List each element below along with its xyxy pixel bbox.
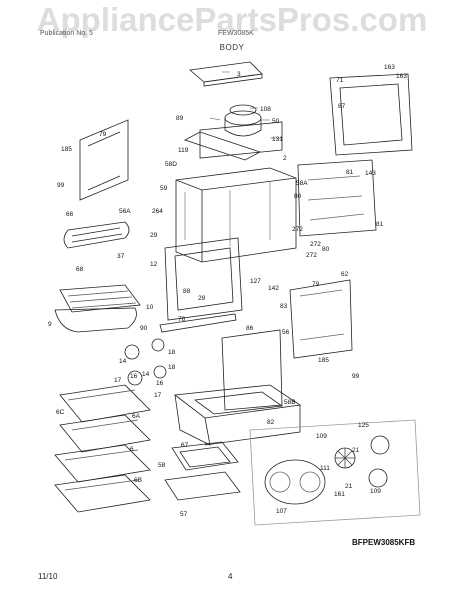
callout-label: 29 xyxy=(150,232,158,239)
callout-label: 37 xyxy=(117,253,125,260)
callout-label: 58D xyxy=(165,161,177,168)
callout-label: 99 xyxy=(57,182,65,189)
callout-label: 56A xyxy=(119,208,131,215)
callout-label: 9 xyxy=(48,321,52,328)
callout-label: 29 xyxy=(198,295,206,302)
callout-label: 6C xyxy=(56,409,65,416)
callout-label: 109 xyxy=(370,488,381,495)
callout-label: 10 xyxy=(146,304,154,311)
callout-label: 81 xyxy=(346,169,354,176)
callout-label: 6A xyxy=(132,413,141,420)
callout-label: 58B xyxy=(284,399,296,406)
callout-label: 79 xyxy=(312,281,320,288)
callout-label: 125 xyxy=(358,422,369,429)
section-title: BODY xyxy=(219,43,245,52)
page-number: 4 xyxy=(228,572,233,581)
callout-label: 88 xyxy=(183,288,191,295)
callout-label: 6 xyxy=(130,446,134,453)
callout-label: 17 xyxy=(154,392,162,399)
callout-label: 90 xyxy=(140,325,148,332)
callout-label: 57 xyxy=(180,511,188,518)
callout-label: 14 xyxy=(119,358,127,365)
callout-label: 17 xyxy=(114,377,122,384)
callout-label: 18 xyxy=(168,349,176,356)
callout-label: 111 xyxy=(320,465,330,472)
callout-label: 16 xyxy=(130,373,138,380)
callout-label: 56 xyxy=(282,329,290,336)
callout-label: 143 xyxy=(365,170,376,177)
callout-label: 161 xyxy=(334,491,345,498)
callout-label: 82 xyxy=(267,419,275,426)
callout-label: 119 xyxy=(178,147,189,154)
callout-label: 272 xyxy=(306,252,317,259)
callout-label: 107 xyxy=(276,508,287,515)
callout-label: 62 xyxy=(341,271,349,278)
callout-label: 50 xyxy=(272,118,280,125)
callout-label: 76 xyxy=(178,316,186,323)
callout-label: 272 xyxy=(292,226,303,233)
callout-label: 58 xyxy=(158,462,166,469)
callout-label: 79 xyxy=(99,131,107,138)
footer-date: 11/10 xyxy=(38,572,58,581)
callout-label: 18 xyxy=(168,364,176,371)
callout-label: 14 xyxy=(142,371,150,378)
callout-label: 12 xyxy=(150,261,158,268)
callout-label: 87 xyxy=(338,103,346,110)
callout-label: 272 xyxy=(310,241,321,248)
callout-label: 127 xyxy=(250,278,261,285)
callout-label: 264 xyxy=(152,208,163,215)
callout-label: 108 xyxy=(260,106,271,113)
callout-label: 66 xyxy=(66,211,74,218)
callout-label: 21 xyxy=(345,483,353,490)
callout-label: 163 xyxy=(396,73,407,80)
callout-label: 58A xyxy=(296,180,308,187)
callout-label: 163 xyxy=(384,64,395,71)
callout-label: 86 xyxy=(246,325,254,332)
callout-label: 83 xyxy=(280,303,288,310)
callout-label: 99 xyxy=(352,373,360,380)
callout-label: 67 xyxy=(181,442,189,449)
callout-label: 109 xyxy=(316,433,327,440)
callout-label: 80 xyxy=(294,193,302,200)
watermark: AppliancePartsPros.com xyxy=(36,1,428,38)
callout-label: 89 xyxy=(176,115,184,122)
callout-label: 185 xyxy=(318,357,329,364)
callout-label: 6B xyxy=(134,477,142,484)
callout-label: 59 xyxy=(160,185,168,192)
callout-label: 71 xyxy=(336,77,344,84)
callout-label: 80 xyxy=(322,246,330,253)
callout-label: 16 xyxy=(156,380,164,387)
header-model: FEW3085K xyxy=(218,30,254,37)
callout-label: 185 xyxy=(61,146,72,153)
callout-label: 142 xyxy=(268,285,279,292)
callout-label: 68 xyxy=(76,266,84,273)
callout-label: 131 xyxy=(272,136,283,143)
diagram-code: BFPEW3085KFB xyxy=(352,538,416,547)
callout-label: 81 xyxy=(376,221,384,228)
callout-label: 21 xyxy=(352,447,360,454)
callout-label: 2 xyxy=(283,155,287,162)
callout-label: 3 xyxy=(237,71,241,78)
header-publication: Publication No. 5 xyxy=(40,30,93,37)
